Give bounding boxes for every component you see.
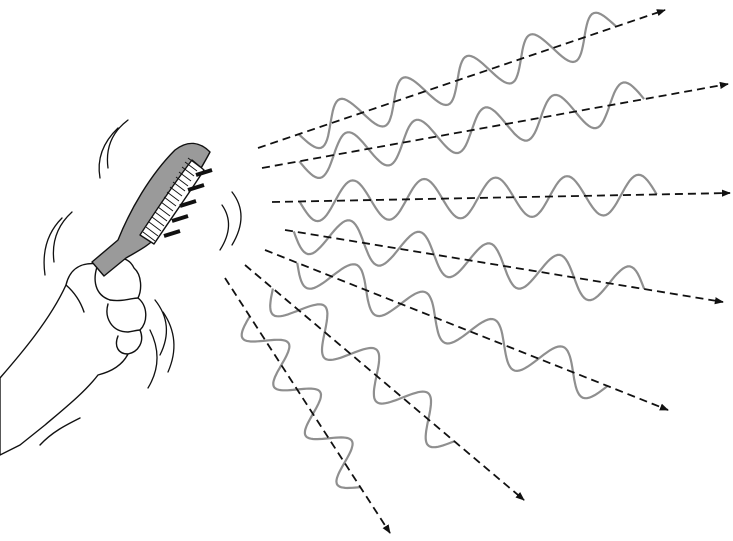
dashed-ray-arrow [225, 278, 390, 533]
wave-ray-icon [242, 316, 361, 488]
dashed-ray-arrow [272, 193, 730, 202]
dashed-ray-arrow [245, 265, 524, 500]
dashed-ray-arrow [258, 10, 665, 148]
hand-icon [0, 258, 146, 455]
wave-ray-icon [270, 289, 454, 448]
wave-ray-icon [300, 175, 657, 221]
comb-icon [92, 143, 210, 276]
ray-group [225, 10, 730, 533]
wave-ray-icon [297, 263, 607, 398]
dashed-ray-arrow [285, 230, 723, 302]
dashed-ray-arrow [262, 84, 728, 168]
